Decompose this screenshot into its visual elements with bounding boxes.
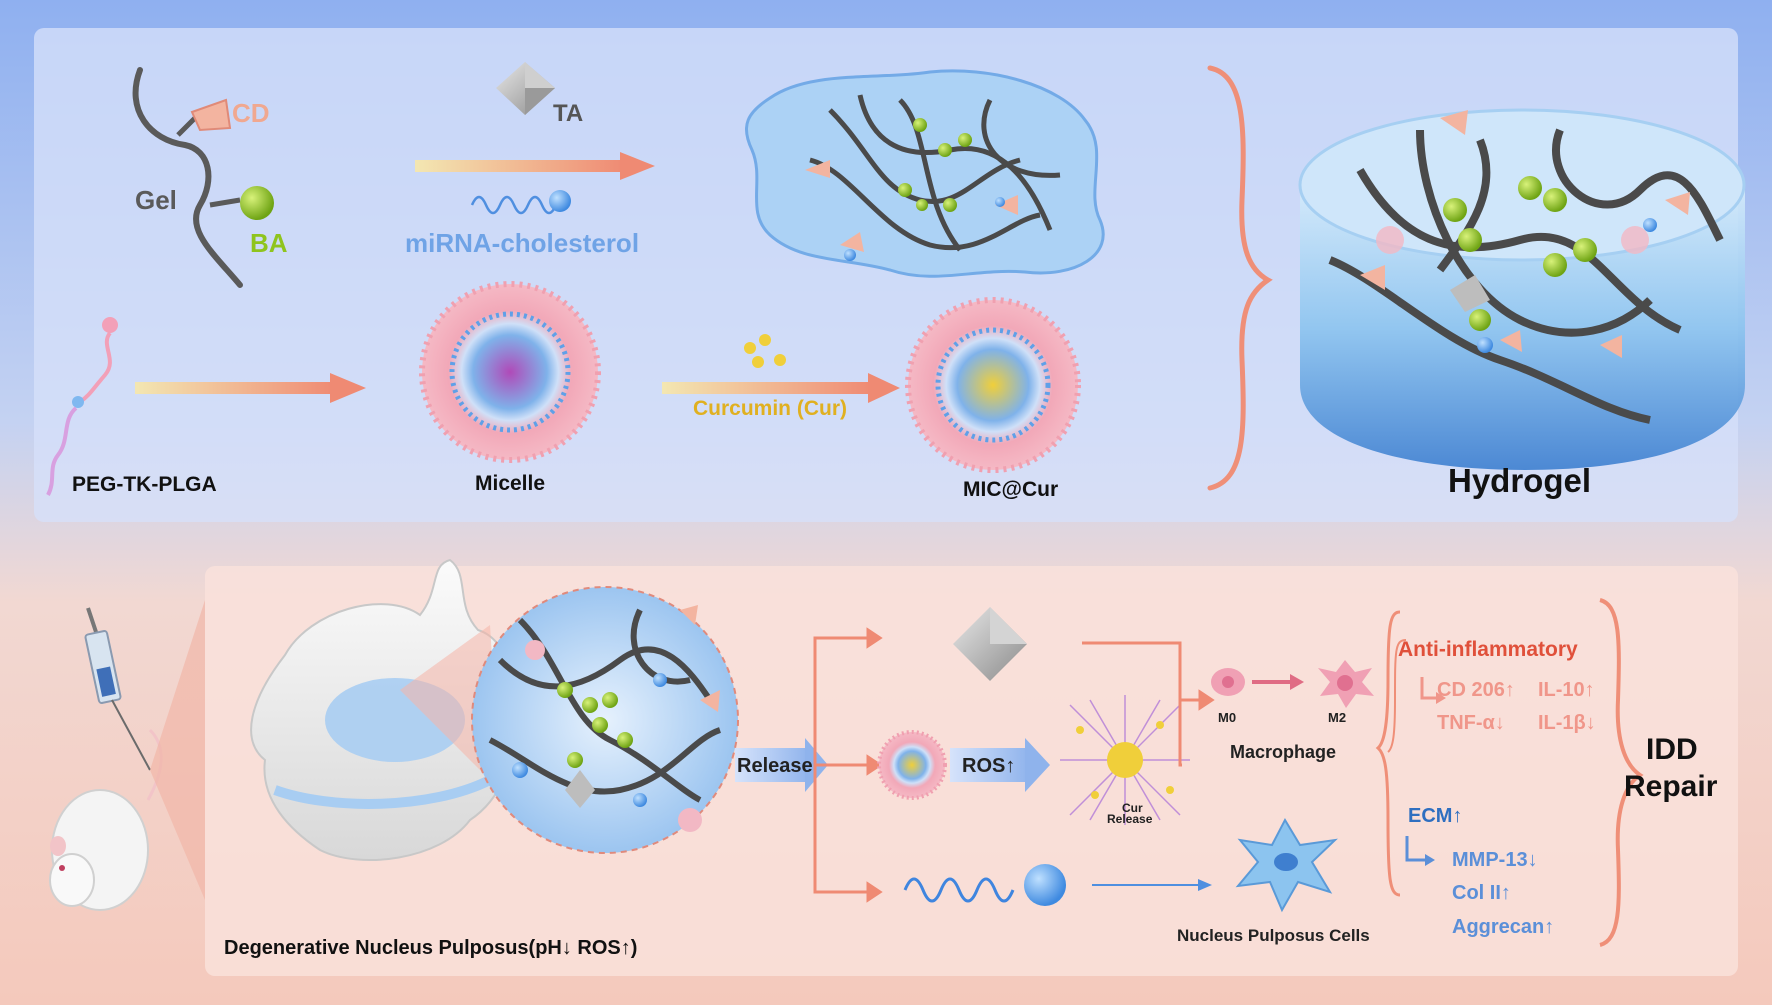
- col2-label: Col II↑: [1452, 882, 1511, 905]
- top-arrow-icon: [415, 152, 655, 180]
- mmp-bullet-arrow-icon: [1407, 836, 1427, 860]
- npc-arrow-icon: [1092, 879, 1212, 891]
- mirna-released-icon: [905, 864, 1066, 906]
- mic-cur-small-icon: [879, 732, 945, 798]
- branch-lines-icon: [815, 630, 880, 900]
- gel-network-icon: [746, 71, 1103, 276]
- m0-cell-icon: [1211, 668, 1245, 696]
- np-cell-icon: [1238, 820, 1335, 910]
- macrophage-lines-icon: [1082, 643, 1212, 765]
- zoom-hydrogel-icon: [472, 587, 738, 853]
- ta-label: TA: [553, 100, 583, 128]
- m2-cell-icon: [1318, 660, 1374, 708]
- anti-inflammatory-label: Anti-inflammatory: [1398, 638, 1578, 662]
- ecm-label: ECM↑: [1408, 805, 1462, 828]
- syringe-icon: [85, 608, 150, 770]
- aggrecan-label: Aggrecan↑: [1452, 916, 1554, 939]
- cd206-bullet-arrow-icon: [1422, 677, 1438, 698]
- macrophage-label: Macrophage: [1230, 742, 1336, 763]
- ba-ball-icon: [240, 186, 274, 220]
- micelle-arrow-icon: [135, 373, 366, 403]
- m0-label: M0: [1218, 710, 1236, 725]
- cd-cone-icon: [192, 100, 230, 130]
- m2-label: M2: [1328, 710, 1346, 725]
- release-label: Release: [737, 755, 813, 778]
- idd-label-line2: Repair: [1624, 770, 1717, 804]
- micelle-label: Micelle: [475, 472, 545, 496]
- zoom-fan-icon: [150, 600, 205, 900]
- hydrogel-label: Hydrogel: [1448, 462, 1591, 500]
- hydrogel-cylinder-icon: [1300, 110, 1745, 470]
- peg-tk-plga-chain-icon: [48, 317, 118, 495]
- mic-cur-icon: [908, 300, 1078, 470]
- ros-label: ROS↑: [962, 755, 1015, 778]
- tnf-label: TNF-α↓: [1437, 712, 1505, 735]
- rat-icon: [50, 730, 161, 910]
- cd-label: CD: [232, 98, 270, 129]
- cur-release-label-2: Release: [1107, 812, 1152, 826]
- m0-m2-arrow-icon: [1252, 674, 1304, 690]
- micelle-icon: [422, 284, 598, 460]
- cd206-label: CD 206↑: [1437, 679, 1515, 702]
- mic-cur-label: MIC@Cur: [963, 478, 1058, 502]
- mirna-cholesterol-icon: [472, 190, 571, 213]
- combine-brace-icon: [1210, 68, 1268, 488]
- mmp13-label: MMP-13↓: [1452, 849, 1538, 872]
- il10-label: IL-10↑: [1538, 679, 1595, 702]
- curcumin-dots-icon: [744, 334, 786, 368]
- curcumin-label: Curcumin (Cur): [693, 397, 847, 421]
- ba-label: BA: [250, 228, 288, 259]
- npc-label: Nucleus Pulposus Cells: [1177, 926, 1370, 946]
- degenerative-np-label: Degenerative Nucleus Pulposus(pH↓ ROS↑): [224, 937, 637, 960]
- il1b-label: IL-1β↓: [1538, 712, 1596, 735]
- ta-diamond-icon: [496, 62, 555, 115]
- ta-released-icon: [953, 607, 1027, 681]
- gel-label: Gel: [135, 185, 177, 216]
- idd-label-line1: IDD: [1646, 733, 1698, 767]
- mirna-label: miRNA-cholesterol: [405, 228, 639, 259]
- peg-tk-plga-label: PEG-TK-PLGA: [72, 473, 217, 497]
- mmp-bullet-head-icon: [1425, 854, 1435, 866]
